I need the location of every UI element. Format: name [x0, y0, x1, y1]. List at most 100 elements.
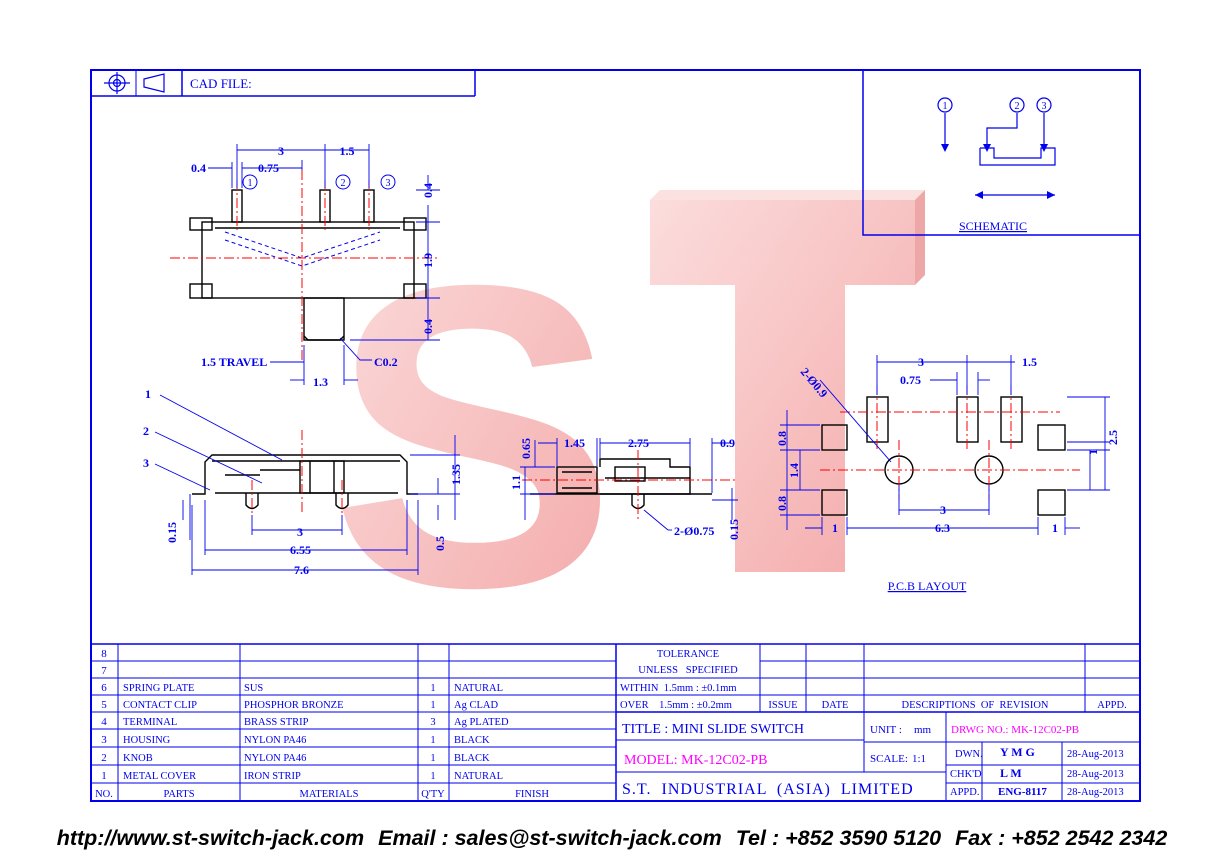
website-link[interactable]: http://www.st-switch-jack.com	[56, 826, 365, 850]
svg-text:CHK'D: CHK'D	[950, 769, 982, 780]
callout-3: 3	[143, 456, 149, 470]
svg-text:BLACK: BLACK	[454, 753, 490, 764]
svg-text:NYLON PA46: NYLON PA46	[244, 753, 306, 764]
company-name: S.T. INDUSTRIAL (ASIA) LIMITED	[622, 781, 914, 798]
pcb-dim-0-75: 0.75	[900, 373, 921, 387]
svg-text:UNLESS SPECIFIED: UNLESS SPECIFIED	[638, 665, 738, 676]
svg-text:5: 5	[101, 699, 107, 711]
side-pin-dia: 2-Ø0.75	[674, 524, 714, 538]
svg-text:FINISH: FINISH	[515, 789, 549, 800]
svg-text:MATERIALS: MATERIALS	[300, 789, 359, 800]
cad-file-box: CAD FILE:	[91, 70, 476, 97]
pcb-dim-2-5: 2.5	[1106, 430, 1120, 445]
model-number: MODEL: MK-12C02-PB	[624, 753, 768, 768]
drawing-number: DRWG NO.: MK-12C02-PB	[951, 724, 1079, 736]
top-dim-1-3: 1.3	[313, 375, 328, 389]
svg-text:ISSUE: ISSUE	[768, 700, 797, 711]
svg-text:UNIT :: UNIT :	[870, 724, 902, 736]
top-dim-0-4-right: 0.4	[421, 183, 435, 198]
svg-text:NATURAL: NATURAL	[454, 683, 503, 694]
pcb-dim-1-right: 1	[1052, 521, 1058, 535]
pcb-dim-3-top: 3	[918, 355, 924, 369]
revision-header: ISSUE DATE DESCRIPTIONS OF REVISION APPD…	[768, 700, 1126, 711]
pcb-dim-1-left: 1	[832, 521, 838, 535]
svg-text:NATURAL: NATURAL	[454, 771, 503, 782]
front-view: 1 2 3 1.35 0.15 3 0.5 6.55 7.6	[143, 387, 463, 577]
bom-row: 7	[101, 665, 107, 677]
side-dim-1-1: 1.1	[509, 475, 523, 490]
phone-text: Tel : +852 3590 5120	[735, 826, 942, 850]
svg-text:DESCRIPTIONS OF REVISION: DESCRIPTIONS OF REVISION	[901, 700, 1048, 711]
svg-text:1: 1	[430, 753, 435, 764]
svg-text:BLACK: BLACK	[454, 735, 490, 746]
bom-row: 8	[101, 648, 107, 660]
bom-row: 4 TERMINAL BRASS STRIP 3 Ag PLATED	[101, 716, 509, 728]
contact-footer: http://www.st-switch-jack.com Email : sa…	[0, 826, 1232, 862]
svg-text:ENG-8117: ENG-8117	[998, 786, 1047, 798]
svg-text:28-Aug-2013: 28-Aug-2013	[1067, 749, 1124, 760]
svg-text:7: 7	[101, 665, 107, 677]
svg-text:28-Aug-2013: 28-Aug-2013	[1067, 787, 1124, 798]
front-dim-6-55: 6.55	[290, 543, 311, 557]
svg-text:WITHIN 1.5mm : ±0.1mm: WITHIN 1.5mm : ±0.1mm	[620, 683, 737, 694]
top-dim-0-4-bottom: 0.4	[421, 319, 435, 334]
schematic-pin-1: 1	[943, 101, 948, 112]
travel-label: 1.5 TRAVEL	[201, 355, 267, 369]
svg-text:DATE: DATE	[822, 700, 849, 711]
tolerance-block: TOLERANCE UNLESS SPECIFIED WITHIN 1.5mm …	[620, 649, 738, 711]
svg-text:Q'TY: Q'TY	[421, 789, 445, 800]
svg-text:SUS: SUS	[244, 683, 263, 694]
svg-text:1: 1	[430, 683, 435, 694]
top-dim-1-9: 1.9	[421, 253, 435, 268]
schematic-title: SCHEMATIC	[959, 219, 1027, 233]
top-pin-1: 1	[248, 178, 253, 189]
email-link[interactable]: Email : sales@st-switch-jack.com	[378, 826, 722, 850]
side-view: 0.65 1.45 2.75 0.9 1.1 0.15 2-Ø0.75	[509, 436, 741, 540]
title-block-text: TITLE : MINI SLIDE SWITCH UNIT : mm DRWG…	[622, 722, 1124, 798]
svg-text:28-Aug-2013: 28-Aug-2013	[1067, 769, 1124, 780]
top-dim-0-75: 0.75	[258, 161, 279, 175]
pcb-dim-3-bottom: 3	[940, 503, 946, 517]
front-dim-7-6: 7.6	[294, 563, 309, 577]
side-dim-0-15: 0.15	[727, 519, 741, 540]
pcb-dim-6-3: 6.3	[935, 521, 950, 535]
svg-text:OVER 1.5mm : ±0.2mm: OVER 1.5mm : ±0.2mm	[620, 700, 732, 711]
callout-1: 1	[145, 387, 151, 401]
pcb-dim-1-4: 1.4	[787, 463, 801, 478]
svg-text:IRON STRIP: IRON STRIP	[244, 771, 301, 782]
svg-text:KNOB: KNOB	[123, 753, 153, 764]
svg-text:NYLON PA46: NYLON PA46	[244, 735, 306, 746]
pcb-dim-0-8-bottom: 0.8	[775, 496, 789, 511]
callout-2: 2	[143, 424, 149, 438]
front-dim-1-35: 1.35	[449, 464, 463, 485]
svg-text:PHOSPHOR BRONZE: PHOSPHOR BRONZE	[244, 700, 343, 711]
schematic-box: 1 2 3 SCHEMATIC	[862, 70, 1140, 236]
top-pin-2: 2	[341, 178, 346, 189]
drawing-title: TITLE : MINI SLIDE SWITCH	[622, 722, 804, 737]
svg-text:L M: L M	[1000, 766, 1022, 780]
drawing-sheet: S CAD FILE:	[90, 69, 1141, 802]
svg-text:1:1: 1:1	[912, 753, 926, 765]
schematic-pin-2: 2	[1015, 101, 1020, 112]
svg-text:PARTS: PARTS	[163, 789, 194, 800]
cad-file-label: CAD FILE:	[190, 76, 252, 91]
svg-text:1: 1	[430, 735, 435, 746]
svg-text:Ag PLATED: Ag PLATED	[454, 717, 509, 728]
title-block	[91, 643, 1140, 801]
svg-text:6: 6	[101, 682, 107, 694]
pcb-dim-0-8-top: 0.8	[775, 431, 789, 446]
front-dim-0-5: 0.5	[433, 536, 447, 551]
svg-text:HOUSING: HOUSING	[123, 735, 171, 746]
svg-text:SPRING PLATE: SPRING PLATE	[123, 683, 194, 694]
side-dim-0-65: 0.65	[519, 438, 533, 459]
svg-text:TOLERANCE: TOLERANCE	[657, 649, 719, 660]
svg-text:CONTACT CLIP: CONTACT CLIP	[123, 700, 197, 711]
top-dim-3: 3	[278, 144, 284, 158]
svg-text:TERMINAL: TERMINAL	[123, 717, 177, 728]
svg-text:3: 3	[101, 734, 107, 746]
svg-text:NO.: NO.	[95, 789, 113, 800]
svg-text:METAL COVER: METAL COVER	[123, 771, 196, 782]
bom-row: 1 METAL COVER IRON STRIP 1 NATURAL	[101, 770, 503, 782]
pcb-dim-1-5: 1.5	[1022, 355, 1037, 369]
schematic-pin-3: 3	[1042, 101, 1047, 112]
